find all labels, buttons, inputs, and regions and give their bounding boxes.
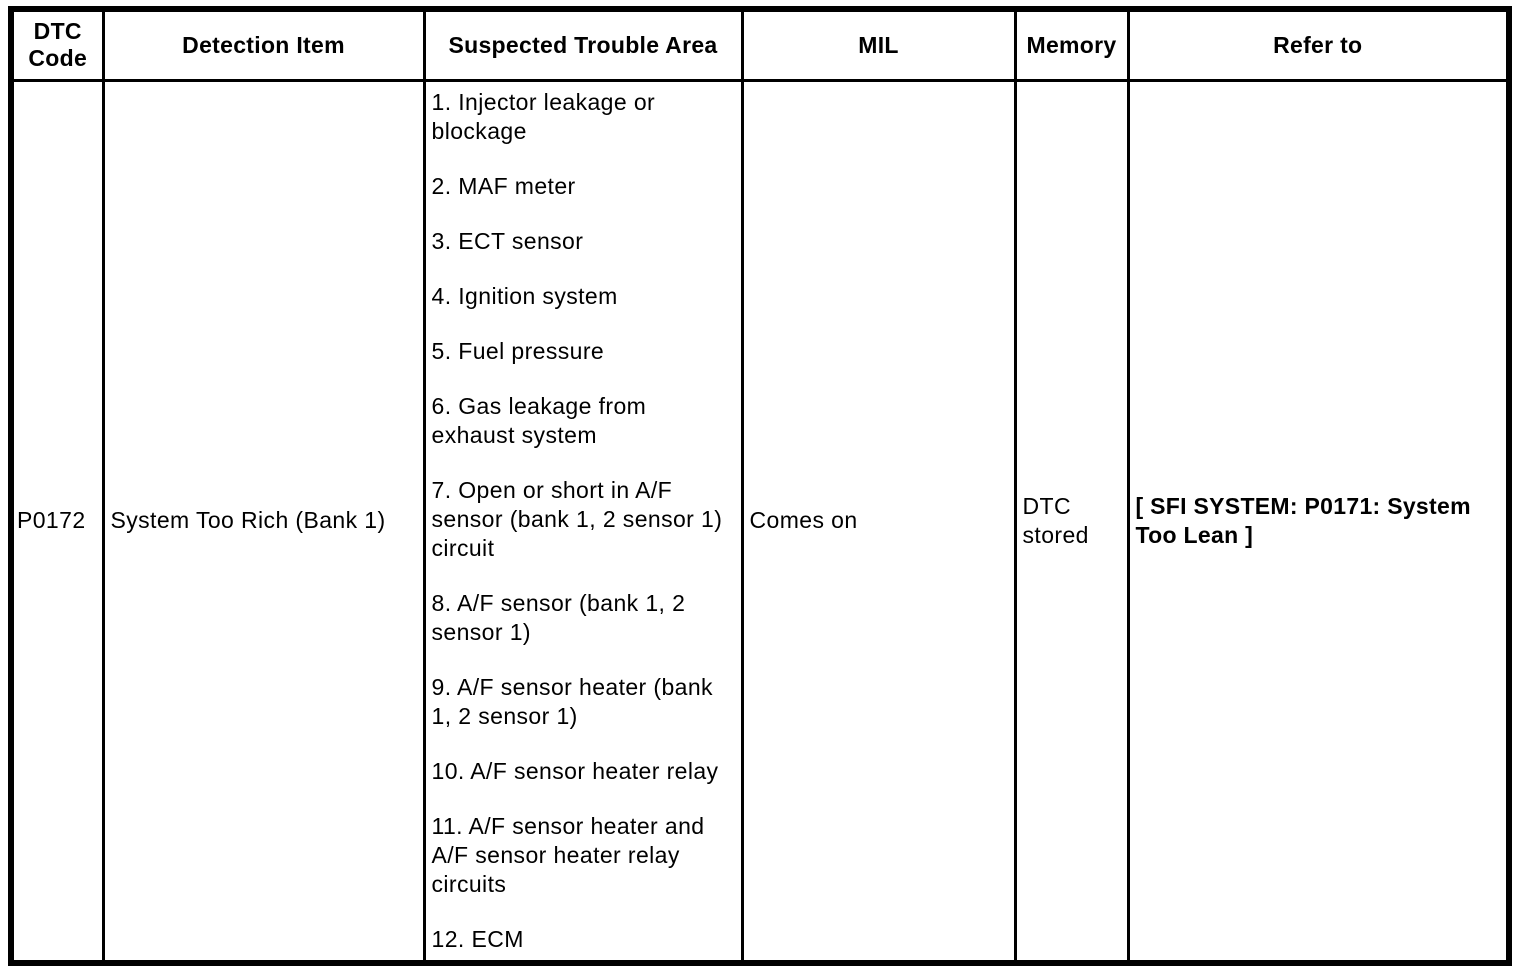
trouble-area-item: 5. Fuel pressure [431, 337, 605, 364]
header-row: DTC Code Detection Item Suspected Troubl… [9, 7, 1511, 82]
header-dtc-code: DTC Code [9, 7, 105, 82]
dtc-table: DTC Code Detection Item Suspected Troubl… [8, 6, 1512, 966]
trouble-area-item: 8. A/F sensor (bank 1, 2 sensor 1) [431, 589, 686, 645]
trouble-area-item: 4. Ignition system [431, 282, 618, 309]
trouble-area-item: 1. Injector leakage or blockage [431, 88, 656, 144]
table-row: P0172 System Too Rich (Bank 1) 1. Inject… [9, 78, 1511, 965]
trouble-area-item: 7. Open or short in A/F sensor (bank 1, … [431, 476, 723, 561]
header-memory: Memory [1013, 7, 1130, 82]
header-suspected-trouble-area: Suspected Trouble Area [422, 7, 744, 82]
header-mil: MIL [740, 7, 1017, 82]
cell-detection-item: System Too Rich (Bank 1) [101, 78, 426, 965]
trouble-area-item: 10. A/F sensor heater relay [431, 757, 719, 784]
cell-refer-to: [ SFI SYSTEM: P0171: System Too Lean ] [1126, 78, 1511, 965]
header-refer-to: Refer to [1126, 7, 1511, 82]
header-detection-item: Detection Item [101, 7, 426, 82]
trouble-area-item: 11. A/F sensor heater and A/F sensor hea… [431, 812, 705, 897]
refer-to-link[interactable]: [ SFI SYSTEM: P0171: System Too Lean ] [1135, 492, 1471, 548]
trouble-area-item: 6. Gas leakage from exhaust system [431, 392, 647, 448]
trouble-area-item: 9. A/F sensor heater (bank 1, 2 sensor 1… [431, 673, 713, 729]
cell-mil-status: Comes on [740, 78, 1017, 965]
cell-memory-status: DTC stored [1013, 78, 1130, 965]
cell-dtc-code: P0172 [9, 78, 105, 965]
trouble-area-item: 3. ECT sensor [431, 227, 584, 254]
cell-suspected-trouble-area: 1. Injector leakage or blockage 2. MAF me… [422, 78, 744, 965]
trouble-area-item: 2. MAF meter [431, 172, 576, 199]
trouble-area-item: 12. ECM [431, 925, 524, 952]
